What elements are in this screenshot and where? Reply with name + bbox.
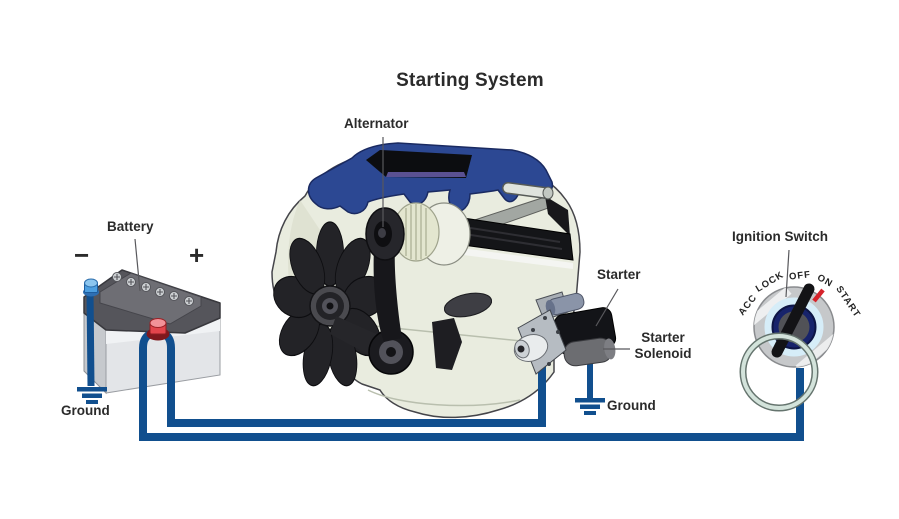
wire-battery-negative-to-ground <box>86 289 95 387</box>
ignition-position-off: OFF <box>788 269 812 283</box>
pointer-lines <box>134 137 790 350</box>
ignition-switch-illustration <box>739 283 835 412</box>
battery-negative-terminal <box>83 278 99 297</box>
ground-symbol-battery <box>77 387 107 404</box>
battery-negative-sign: − <box>74 240 90 270</box>
battery-label: Battery <box>107 219 154 234</box>
alternator <box>365 202 471 342</box>
ignition-on-mark <box>812 288 825 303</box>
starter-label: Starter <box>597 267 641 282</box>
battery-ground-label: Ground <box>61 403 110 418</box>
starter-ground-label: Ground <box>607 398 656 413</box>
starter-solenoid-label-line1: Starter <box>641 330 685 345</box>
battery-pointer-line <box>134 238 141 292</box>
engine-valve-cover <box>307 142 554 215</box>
ignition-pointer-line <box>785 249 790 298</box>
ignition-switch-label: Ignition Switch <box>732 229 828 244</box>
engine-illustration <box>271 142 581 419</box>
battery-positive-sign: + <box>189 240 205 270</box>
ignition-key <box>771 283 815 358</box>
ground-symbol-solenoid <box>575 398 605 415</box>
page-title: Starting System <box>396 70 544 91</box>
starter-pointer-line <box>595 288 619 327</box>
alternator-label: Alternator <box>344 116 409 131</box>
battery-positive-terminal <box>146 318 170 341</box>
starter-solenoid-label-line2: Solenoid <box>634 345 692 361</box>
starter-solenoid-label: Starter Solenoid <box>620 330 706 361</box>
